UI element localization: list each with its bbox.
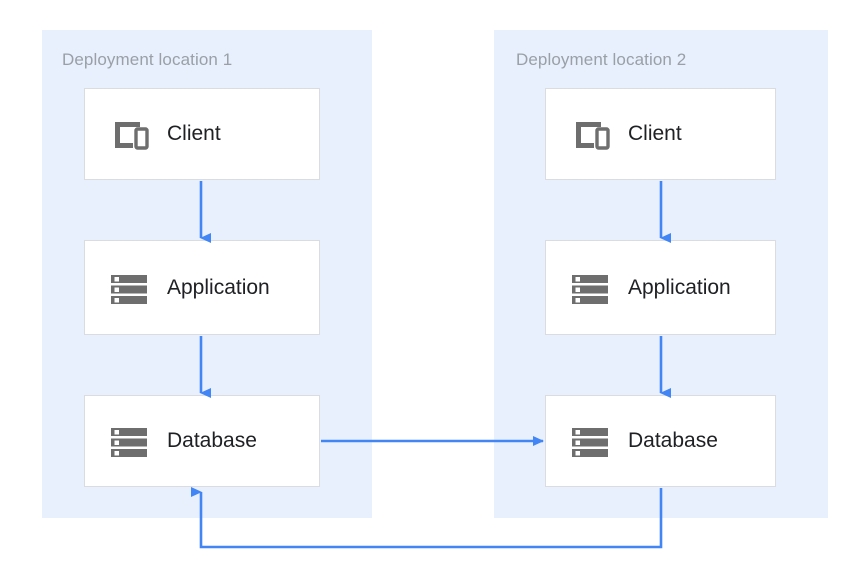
deployment-zone-1-title: Deployment location 1 [62, 50, 233, 69]
database-server-icon [107, 419, 151, 463]
node-client-1-label: Client [167, 122, 221, 145]
node-application-1-label: Application [167, 275, 270, 299]
node-database-2[interactable]: Database [545, 395, 776, 487]
node-application-1[interactable]: Application [84, 240, 320, 335]
node-database-1[interactable]: Database [84, 395, 320, 487]
node-database-1-label: Database [167, 429, 257, 452]
node-application-2[interactable]: Application [545, 240, 776, 335]
node-client-1[interactable]: Client [84, 88, 320, 180]
server-icon [568, 266, 612, 310]
deployment-zone-2-title: Deployment location 2 [516, 50, 687, 69]
devices-icon [107, 112, 151, 156]
devices-icon [568, 112, 612, 156]
node-database-2-label: Database [628, 429, 718, 452]
database-server-icon [568, 419, 612, 463]
server-icon [107, 266, 151, 310]
node-application-2-label: Application [628, 275, 731, 299]
node-client-2-label: Client [628, 122, 682, 145]
node-client-2[interactable]: Client [545, 88, 776, 180]
